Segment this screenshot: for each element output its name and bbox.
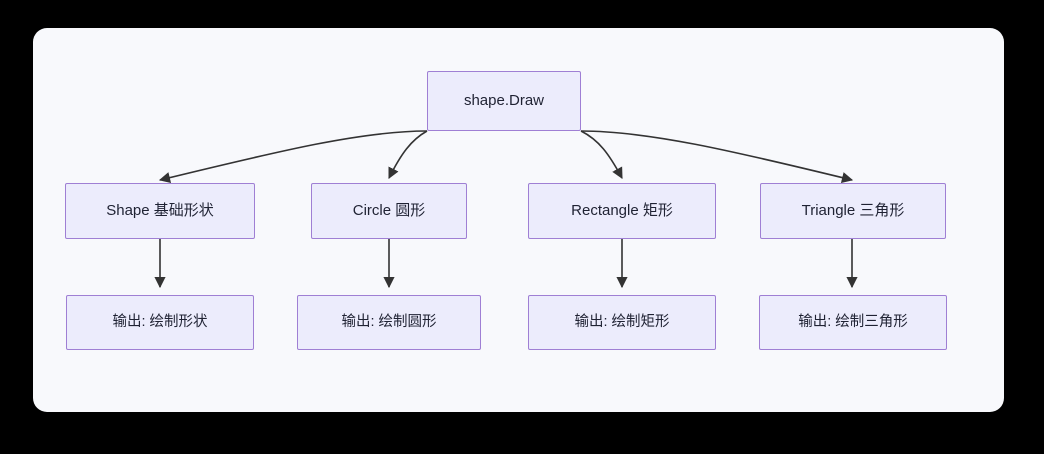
node-output-triangle-label: 输出: 绘制三角形 (798, 313, 908, 330)
edge-root-to-triangle (580, 130, 854, 184)
node-output-rectangle[interactable]: 输出: 绘制矩形 (528, 295, 716, 350)
node-output-circle[interactable]: 输出: 绘制圆形 (297, 295, 481, 350)
node-triangle-label: Triangle 三角形 (801, 202, 905, 219)
node-output-triangle[interactable]: 输出: 绘制三角形 (759, 295, 947, 350)
node-output-shape-label: 输出: 绘制形状 (112, 313, 208, 330)
diagram-card: shape.Draw Shape 基础形状 Circle 圆形 Rectangl… (33, 28, 1004, 412)
flowchart: shape.Draw Shape 基础形状 Circle 圆形 Rectangl… (33, 28, 1004, 412)
node-shape[interactable]: Shape 基础形状 (65, 183, 255, 239)
edge-root-to-circle (388, 130, 428, 180)
node-shape-label: Shape 基础形状 (106, 202, 214, 219)
node-triangle[interactable]: Triangle 三角形 (760, 183, 946, 239)
edge-root-to-rectangle (580, 130, 623, 179)
node-root-label: shape.Draw (463, 92, 545, 109)
edge-root-to-shape (158, 130, 428, 184)
node-output-shape[interactable]: 输出: 绘制形状 (66, 295, 254, 350)
node-circle-label: Circle 圆形 (352, 202, 426, 219)
node-root[interactable]: shape.Draw (427, 71, 581, 131)
node-rectangle-label: Rectangle 矩形 (571, 202, 673, 219)
node-output-rectangle-label: 输出: 绘制矩形 (574, 313, 670, 330)
node-output-circle-label: 输出: 绘制圆形 (341, 313, 437, 330)
node-circle[interactable]: Circle 圆形 (311, 183, 467, 239)
node-rectangle[interactable]: Rectangle 矩形 (528, 183, 716, 239)
